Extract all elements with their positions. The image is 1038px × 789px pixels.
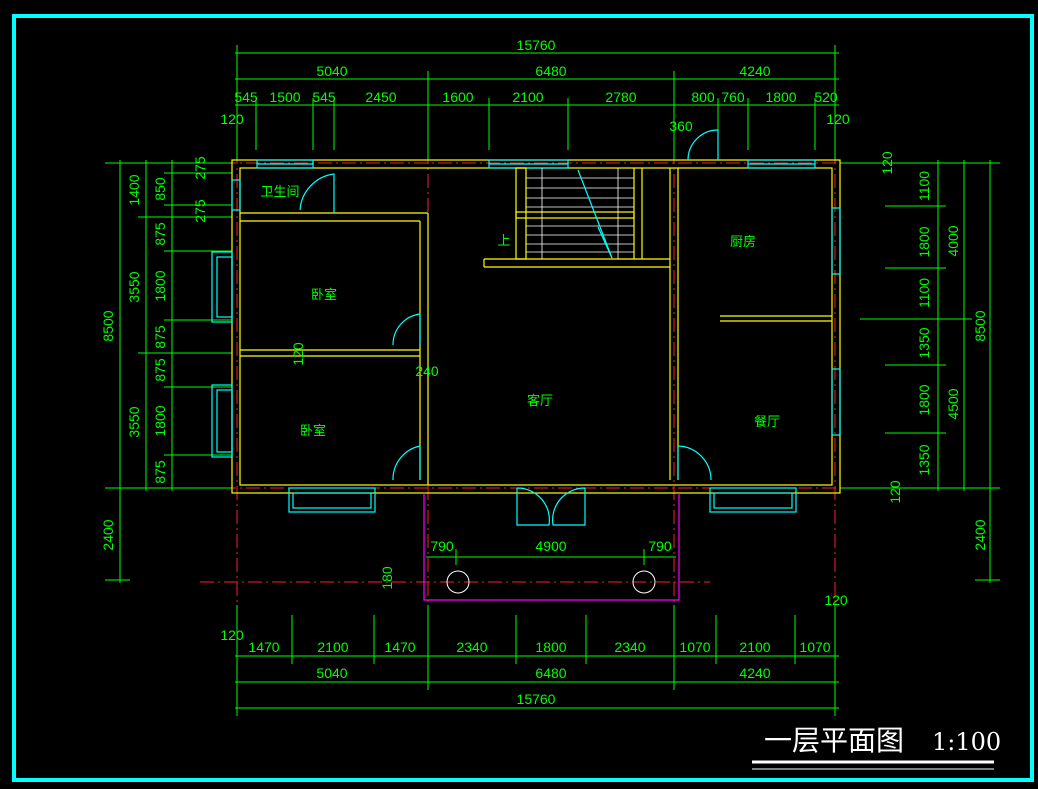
dim-left-d5: 1800 bbox=[152, 270, 168, 301]
dim-top-total: 15760 bbox=[517, 37, 556, 53]
drawing-scale: 1:100 bbox=[932, 728, 1001, 756]
dim-top-d10: 1800 bbox=[765, 89, 796, 105]
dim-bottom-d7: 1070 bbox=[679, 639, 710, 655]
dim-top-d11: 520 bbox=[814, 89, 838, 105]
dim-left-porch: 2400 bbox=[100, 519, 116, 550]
dim-interior-wall-b: 240 bbox=[415, 363, 439, 379]
stairs bbox=[515, 167, 635, 260]
dim-bottom-offset-right: 120 bbox=[824, 592, 848, 608]
dim-bottom-d2: 2100 bbox=[317, 639, 348, 655]
drawing-title: 一层平面图 bbox=[764, 724, 904, 757]
dim-left-d6: 875 bbox=[152, 325, 168, 349]
dim-top-seg3: 4240 bbox=[739, 63, 770, 79]
room-living-label: 客厅 bbox=[527, 393, 553, 409]
dim-top-d2: 1500 bbox=[269, 89, 300, 105]
dim-left-d3: 275 bbox=[192, 199, 208, 223]
right-dimensions: 8500 2400 4000 4500 1100 1800 1100 1350 … bbox=[840, 151, 1000, 583]
dim-right-d3: 1100 bbox=[916, 278, 932, 308]
dim-top-seg2: 6480 bbox=[535, 63, 566, 79]
porch: 790 4900 790 180 bbox=[379, 493, 680, 601]
dim-right-d1: 1100 bbox=[916, 171, 932, 201]
dim-right-top-off: 120 bbox=[879, 151, 895, 175]
windows bbox=[211, 159, 841, 513]
dim-porch-left: 790 bbox=[430, 538, 454, 554]
dim-right-bottom-off: 120 bbox=[887, 480, 903, 504]
dim-top-d7: 2780 bbox=[605, 89, 636, 105]
title-block: 一层平面图 1:100 bbox=[752, 724, 1001, 770]
walls bbox=[231, 159, 841, 494]
stair-up-label: 上 bbox=[497, 234, 510, 249]
dim-porch-mid: 4900 bbox=[535, 538, 566, 554]
room-kitchen-label: 厨房 bbox=[730, 234, 756, 250]
dim-porch-right: 790 bbox=[648, 538, 672, 554]
room-dining-label: 餐厅 bbox=[754, 414, 780, 430]
room-labels: 卫生间 厨房 卧室 卧室 客厅 餐厅 上 bbox=[260, 185, 780, 439]
left-dimensions: 8500 2400 1400 3550 3550 275 850 275 875… bbox=[100, 156, 232, 583]
dim-interior-wall-a: 120 bbox=[290, 342, 306, 366]
dim-left-seg1: 1400 bbox=[126, 174, 142, 205]
dim-bottom-d8: 2100 bbox=[739, 639, 770, 655]
bottom-dimensions: 120 120 1470 2100 1470 2340 1800 2340 10… bbox=[220, 592, 848, 716]
dim-top-d5: 1600 bbox=[442, 89, 473, 105]
dim-left-d9: 875 bbox=[152, 460, 168, 484]
dim-top-d6: 2100 bbox=[512, 89, 543, 105]
dim-bottom-seg1: 5040 bbox=[316, 665, 347, 681]
dim-top-d8: 800 bbox=[691, 89, 715, 105]
dim-right-seg1: 4000 bbox=[945, 225, 961, 256]
dim-right-d4: 1350 bbox=[916, 327, 932, 358]
dim-bottom-d9: 1070 bbox=[799, 639, 830, 655]
dim-left-total: 8500 bbox=[100, 310, 116, 341]
dim-left-d2: 850 bbox=[152, 177, 168, 201]
dim-porch-wall: 180 bbox=[379, 566, 395, 590]
dim-left-d7: 875 bbox=[152, 358, 168, 382]
dim-bottom-d6: 2340 bbox=[614, 639, 645, 655]
dim-left-seg2: 3550 bbox=[126, 271, 142, 302]
dim-top-offset-left: 120 bbox=[220, 111, 244, 127]
dim-right-d2: 1800 bbox=[916, 226, 932, 257]
doors bbox=[299, 129, 719, 526]
dim-top-d1: 545 bbox=[234, 89, 258, 105]
dim-top-d3: 545 bbox=[312, 89, 336, 105]
top-dimensions: 15760 5040 6480 4240 545 1500 545 2450 1… bbox=[220, 37, 850, 160]
dim-bottom-d5: 1800 bbox=[535, 639, 566, 655]
dim-top-d9: 760 bbox=[721, 89, 745, 105]
room-bedroom-bottom-label: 卧室 bbox=[300, 423, 326, 439]
axis-lines bbox=[150, 150, 990, 615]
dim-top-offset-mid: 360 bbox=[669, 118, 693, 134]
dim-left-seg3: 3550 bbox=[126, 406, 142, 437]
dim-left-d4: 875 bbox=[152, 222, 168, 246]
dim-top-seg1: 5040 bbox=[316, 63, 347, 79]
room-bathroom-label: 卫生间 bbox=[260, 185, 299, 200]
dim-bottom-offset-left: 120 bbox=[220, 627, 244, 643]
dim-right-d5: 1800 bbox=[916, 384, 932, 415]
dim-top-offset-right: 120 bbox=[826, 111, 850, 127]
dim-bottom-seg3: 4240 bbox=[739, 665, 770, 681]
dim-left-d8: 1800 bbox=[152, 405, 168, 436]
drawing-frame bbox=[12, 14, 1034, 782]
dim-right-total: 8500 bbox=[972, 310, 988, 341]
dim-right-seg2: 4500 bbox=[945, 388, 961, 419]
dim-right-porch: 2400 bbox=[972, 519, 988, 550]
room-bedroom-top-label: 卧室 bbox=[311, 287, 337, 303]
dim-left-d1: 275 bbox=[192, 156, 208, 180]
dim-right-d6: 1350 bbox=[916, 444, 932, 475]
dim-bottom-total: 15760 bbox=[517, 691, 556, 707]
dim-bottom-d3: 1470 bbox=[384, 639, 415, 655]
dim-bottom-seg2: 6480 bbox=[535, 665, 566, 681]
dim-bottom-d1: 1470 bbox=[248, 639, 279, 655]
dim-bottom-d4: 2340 bbox=[456, 639, 487, 655]
dim-top-d4: 2450 bbox=[365, 89, 396, 105]
